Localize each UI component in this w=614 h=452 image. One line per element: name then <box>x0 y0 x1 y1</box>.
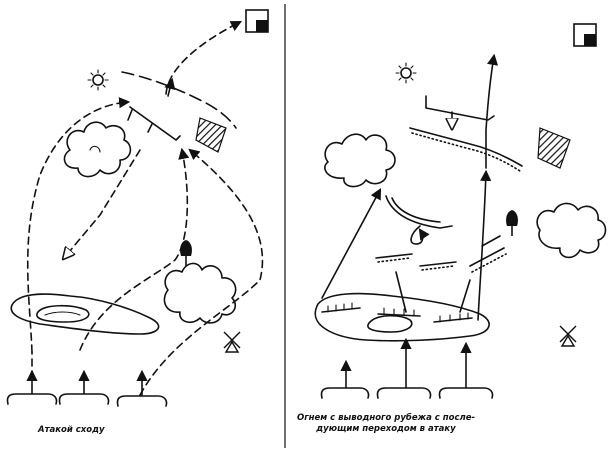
windmill-icon-2 <box>559 325 577 347</box>
right-panel <box>314 23 607 399</box>
sun-icon-2 <box>395 62 417 84</box>
unit-left-3 <box>116 369 168 407</box>
swamp-outline-2 <box>314 292 490 342</box>
unit-left-2 <box>58 369 110 405</box>
enemy-front-line-2 <box>409 127 523 167</box>
center-attack-route <box>79 147 190 351</box>
trench-icon <box>127 106 181 141</box>
tree-icon-2 <box>506 210 518 236</box>
fire-line-1 <box>321 188 382 299</box>
enemy-front-dots <box>411 132 521 172</box>
forest-icon-3 <box>324 133 396 188</box>
caption-right-line-2: дующим переходом в атаку <box>316 424 456 434</box>
caption-left: Атакой сходу <box>38 425 105 435</box>
fire-line-5 <box>481 235 501 247</box>
enemy-front-line <box>121 71 237 129</box>
forward-trench-icon <box>385 195 453 229</box>
tree-icon <box>180 240 192 266</box>
command-post-icon <box>245 9 269 33</box>
retreat-arrow <box>64 149 141 258</box>
left-panel <box>6 9 269 407</box>
fire-line-4 <box>459 279 471 313</box>
hook-arrow <box>410 225 430 245</box>
unit-left-1 <box>6 369 58 405</box>
fire-line-3 <box>395 271 407 313</box>
command-post-icon-2 <box>573 23 597 47</box>
lake-icon <box>36 304 90 323</box>
swamp-outline <box>10 293 160 335</box>
forward-trench-icon-inner <box>391 197 441 223</box>
unit-right-2 <box>376 337 432 399</box>
advance-arrow-to-command <box>165 20 242 95</box>
caption-right-line-1: Огнем с выводного рубежа с после- <box>296 413 476 423</box>
lake-icon-2 <box>367 314 413 333</box>
jump-off-line <box>321 302 473 323</box>
enemy-strongpoint-hatched <box>195 117 227 153</box>
forest-icon-2 <box>163 262 237 324</box>
windmill-icon <box>223 331 241 353</box>
firing-line-segments <box>375 247 507 273</box>
caption-right: Огнем с выводного рубежа с после- дующим… <box>286 413 486 435</box>
forest-icon-4 <box>536 202 607 259</box>
upper-trench-icon <box>425 95 495 121</box>
forest-icon <box>63 121 132 178</box>
fire-line-2 <box>477 169 492 321</box>
advance-arrow-up <box>485 53 499 169</box>
enemy-strongpoint-hatched-2 <box>537 127 571 169</box>
sun-icon <box>87 69 109 91</box>
unit-right-1 <box>320 359 370 399</box>
breakthrough-arrow <box>164 77 176 97</box>
unit-right-3 <box>438 341 494 399</box>
right-envelopment-route <box>139 148 264 396</box>
